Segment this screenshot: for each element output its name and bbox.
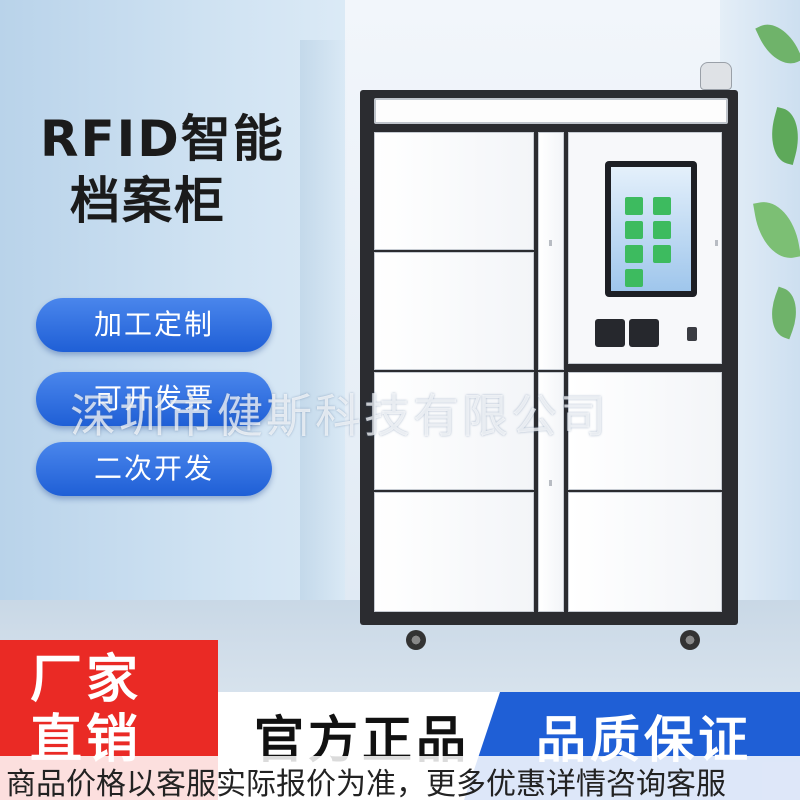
feature-pill-customization: 加工定制 — [36, 298, 272, 352]
app-tile-icon — [625, 197, 643, 215]
pillar-shadow — [300, 40, 348, 600]
promo-factory-direct-line1: 厂家 — [30, 650, 143, 710]
lock-icon — [715, 240, 718, 246]
company-watermark: 深圳市健斯科技有限公司 — [70, 389, 609, 443]
app-tile-icon — [653, 245, 671, 263]
footer-strip — [0, 756, 800, 800]
locker-door-narrow — [538, 132, 564, 370]
card-reader — [595, 319, 625, 347]
app-tile-icon — [625, 221, 643, 239]
caster-wheel-icon — [406, 630, 426, 650]
app-tile-icon — [625, 245, 643, 263]
locker-door-narrow — [538, 372, 564, 612]
cabinet-top-light — [374, 98, 728, 124]
camera-icon — [700, 62, 732, 90]
rfid-cabinet — [360, 62, 738, 650]
locker-door — [374, 372, 534, 490]
price-disclaimer: 商品价格以客服实际报价为准，更多优惠详情咨询客服 — [6, 767, 726, 800]
locker-door — [374, 132, 534, 250]
feature-pill-secondary-development: 二次开发 — [36, 442, 272, 496]
card-reader — [629, 319, 659, 347]
keyhole-icon — [687, 327, 697, 341]
locker-door — [374, 252, 534, 370]
title-line-1: RFID智能 — [40, 110, 285, 168]
touch-screen[interactable] — [605, 161, 697, 297]
locker-door — [568, 492, 722, 612]
screen-display — [611, 167, 691, 291]
locker-door — [374, 492, 534, 612]
product-title: RFID智能 档案柜 — [40, 108, 340, 232]
app-tile-icon — [653, 197, 671, 215]
feature-pill-invoice: 可开发票 — [36, 372, 272, 426]
caster-wheel-icon — [680, 630, 700, 650]
app-tile-icon — [625, 269, 643, 287]
lock-icon — [549, 480, 552, 486]
locker-door — [568, 372, 722, 490]
lock-icon — [549, 240, 552, 246]
title-line-2: 档案柜 — [70, 172, 226, 230]
app-tile-icon — [653, 221, 671, 239]
control-panel — [568, 132, 722, 364]
